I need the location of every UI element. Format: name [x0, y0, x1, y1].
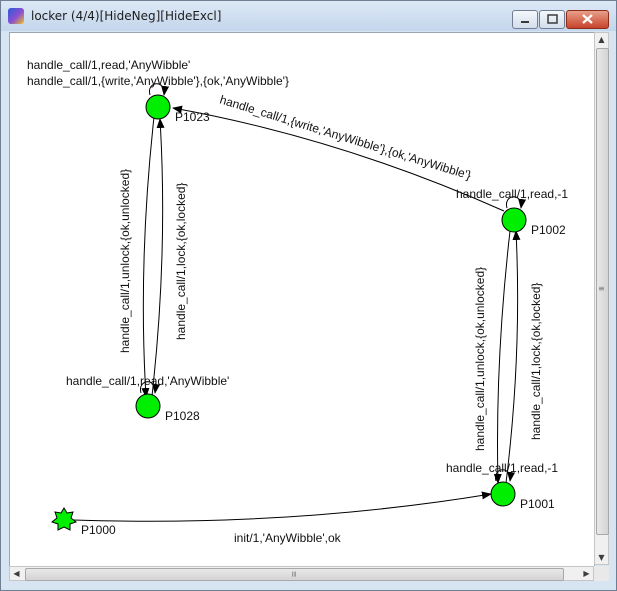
horizontal-scrollbar[interactable]: ◀ ≡ ▶ [9, 566, 594, 581]
edge-p1001-p1002 [505, 230, 521, 484]
edge-label-p1001-self: handle_call/1,read,-1 [446, 461, 558, 475]
self-loop-p1028 [140, 381, 161, 394]
edge-label-p1028-p1023: handle_call/1,lock,{ok,locked} [174, 183, 188, 340]
edge-p1002-p1001 [493, 230, 511, 484]
node-p1001[interactable] [490, 481, 516, 507]
node-label-p1000: P1000 [81, 523, 116, 537]
node-label-p1023: P1023 [175, 110, 210, 124]
edge-p1000-p1001 [72, 491, 492, 522]
horizontal-grip-icon: ≡ [289, 570, 299, 578]
minimize-icon [521, 21, 529, 23]
scrollbar-corner [594, 566, 609, 581]
close-button[interactable] [566, 10, 609, 29]
self-loop-p1023 [149, 83, 170, 96]
edge-label-p1028-self: handle_call/1,read,'AnyWibble' [66, 374, 229, 388]
edge-label-p1023-p1028: handle_call/1,unlock,{ok,unlocked} [118, 169, 132, 353]
edge-label-p1002-self: handle_call/1,read,-1 [456, 187, 568, 201]
maximize-icon [547, 14, 558, 24]
node-label-p1001: P1001 [520, 497, 555, 511]
scroll-left-arrow-icon[interactable]: ◀ [13, 569, 20, 578]
horizontal-scroll-thumb[interactable]: ≡ [25, 568, 564, 581]
edge-p1002-p1023 [172, 105, 505, 212]
node-label-p1002: P1002 [531, 223, 566, 237]
vertical-grip-icon: ≡ [598, 284, 605, 293]
edge-p1028-p1023 [151, 118, 165, 397]
edge-p1023-p1028 [141, 116, 155, 398]
edge-label-p1000-p1001: init/1,'AnyWibble',ok [234, 531, 342, 545]
edge-label-p1001-p1002: handle_call/1,lock,{ok,locked} [529, 283, 543, 440]
maximize-button[interactable] [539, 10, 565, 29]
app-icon [8, 8, 24, 24]
state-graph: P1023 P1002 P1028 P1001 P1000 handle_cal… [27, 58, 568, 545]
edge-label-p1023-self-2: handle_call/1,{write,'AnyWibble'},{ok,'A… [27, 74, 289, 88]
node-p1000-start[interactable] [50, 507, 78, 531]
scroll-right-arrow-icon[interactable]: ▶ [583, 569, 590, 578]
edge-label-p1002-p1001: handle_call/1,unlock,{ok,unlocked} [473, 267, 487, 451]
minimize-button[interactable] [512, 10, 538, 29]
node-p1002[interactable] [501, 207, 527, 233]
window-title: locker (4/4)[HideNeg][HideExcl] [31, 9, 222, 23]
edge-label-p1023-self-1: handle_call/1,read,'AnyWibble' [27, 58, 190, 72]
vertical-scrollbar[interactable]: ▲ ≡ ▼ [594, 32, 609, 565]
title-bar[interactable]: locker (4/4)[HideNeg][HideExcl] [1, 1, 616, 31]
node-p1023[interactable] [145, 94, 171, 120]
scroll-down-arrow-icon[interactable]: ▼ [598, 553, 605, 562]
graph-canvas[interactable]: P1023 P1002 P1028 P1001 P1000 handle_cal… [9, 32, 595, 567]
scroll-up-arrow-icon[interactable]: ▲ [598, 35, 605, 44]
node-p1028[interactable] [135, 393, 161, 419]
node-label-p1028: P1028 [165, 409, 200, 423]
vertical-scroll-thumb[interactable]: ≡ [596, 48, 609, 535]
self-loop-p1002 [506, 196, 527, 209]
close-icon [582, 14, 593, 24]
self-loop-p1001 [495, 469, 516, 482]
edge-label-p1002-p1023: handle_call/1,{write,'AnyWibble'},{ok,'A… [218, 92, 473, 182]
